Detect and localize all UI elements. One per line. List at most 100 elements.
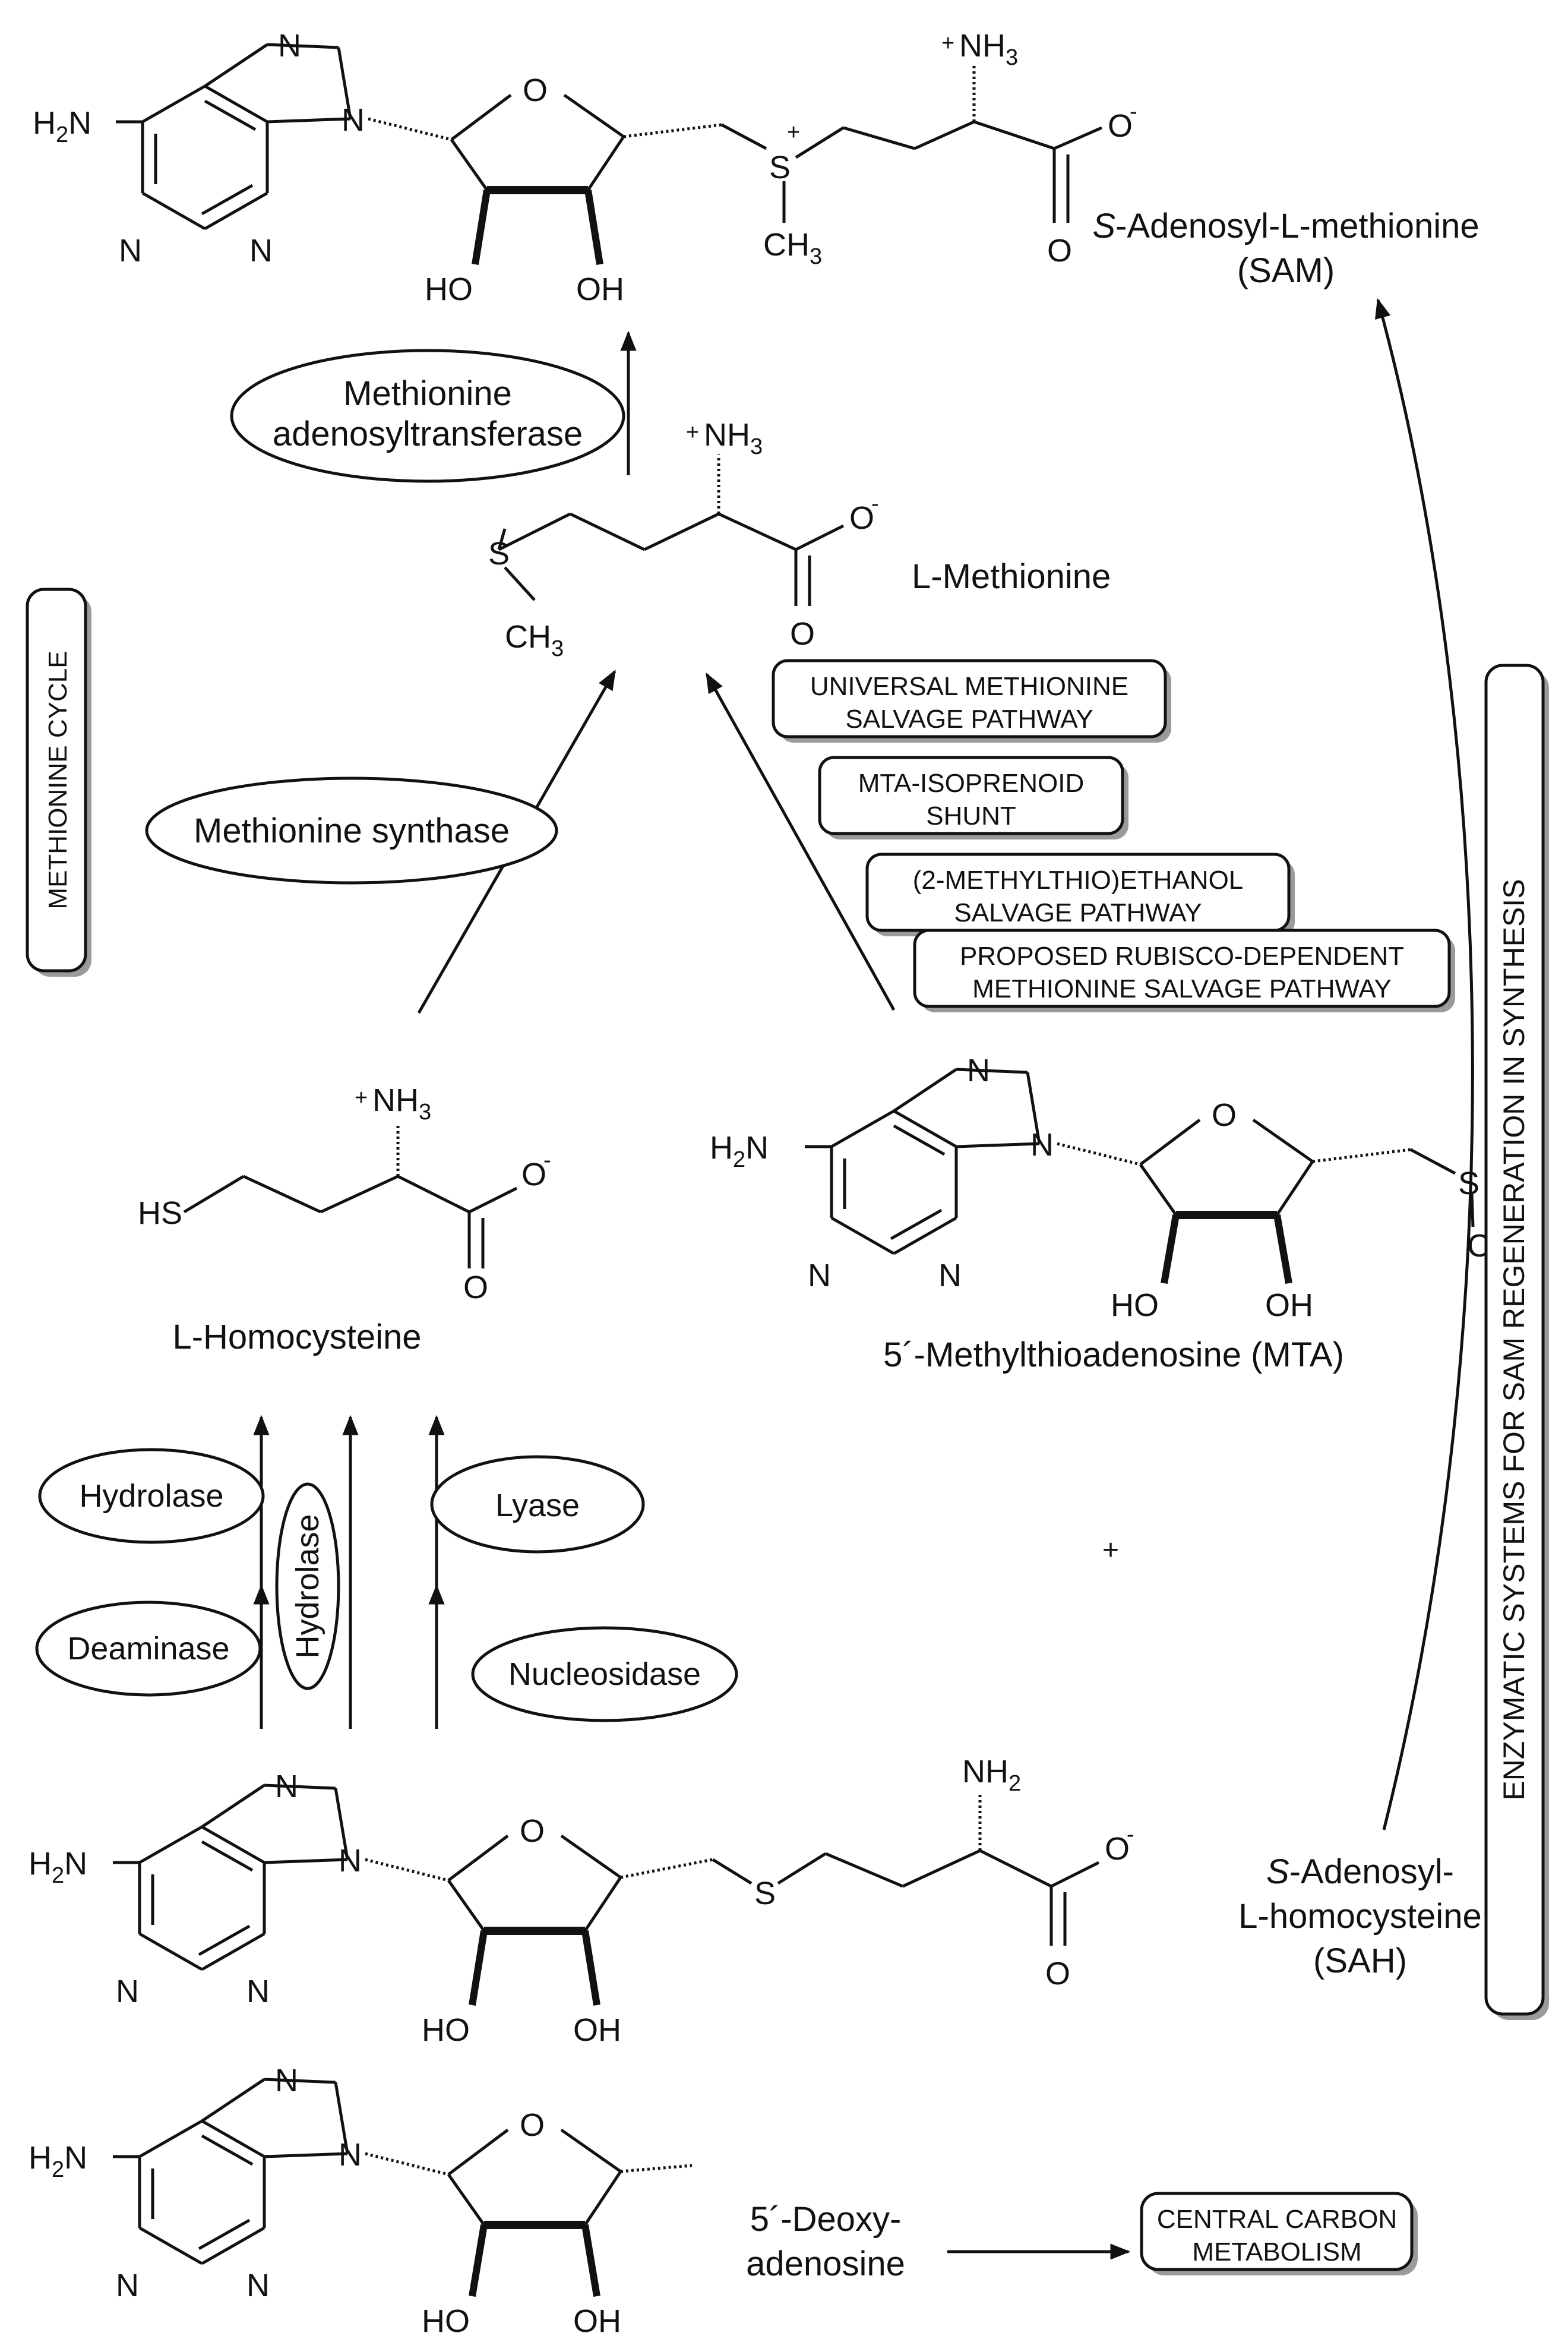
svg-text:O: O	[849, 500, 874, 536]
svg-text:N: N	[116, 1974, 139, 2009]
svg-text:N: N	[808, 1258, 831, 1293]
enzyme-deaminase: Deaminase	[35, 1601, 262, 1697]
svg-text:(2-METHYLTHIO)ETHANOL: (2-METHYLTHIO)ETHANOL	[913, 866, 1244, 895]
pathway-box-universal: UNIVERSAL METHIONINE SALVAGE PATHWAY	[772, 659, 1171, 743]
sam-abbr: (SAM)	[1237, 251, 1335, 290]
svg-text:H2N: H2N	[710, 1130, 769, 1172]
svg-text:+: +	[941, 31, 954, 56]
svg-text:O: O	[520, 2107, 545, 2143]
svg-text:+: +	[686, 420, 699, 445]
svg-text:O: O	[1047, 233, 1072, 269]
svg-text:ENZYMATIC SYSTEMS FOR SAM REGE: ENZYMATIC SYSTEMS FOR SAM REGENERATION I…	[1497, 879, 1531, 1800]
svg-text:HO: HO	[425, 272, 473, 307]
svg-text:Deaminase: Deaminase	[67, 1631, 229, 1666]
svg-text:HO: HO	[422, 2012, 470, 2048]
svg-text:Nucleosidase: Nucleosidase	[508, 1656, 701, 1692]
svg-text:SALVAGE PATHWAY: SALVAGE PATHWAY	[845, 705, 1093, 734]
methionine-cycle-label: METHIONINE CYCLE	[26, 588, 91, 977]
homocysteine-name: L-Homocysteine	[172, 1318, 421, 1356]
svg-text:N: N	[1030, 1127, 1054, 1163]
sah-abbr: (SAH)	[1313, 1942, 1407, 1980]
svg-text:Hydrolase: Hydrolase	[290, 1514, 325, 1658]
svg-text:S: S	[488, 536, 510, 572]
methionine-atom-labels: S CH3 + NH3 O - O	[488, 417, 879, 661]
svg-text:-: -	[1127, 1822, 1134, 1847]
svg-text:UNIVERSAL METHIONINE: UNIVERSAL METHIONINE	[810, 672, 1128, 701]
deoxyadenosine-name-line1: 5´-Deoxy-	[750, 2200, 902, 2239]
sah-name-line1: S-Adenosyl-	[1266, 1852, 1454, 1891]
svg-text:METHIONINE CYCLE: METHIONINE CYCLE	[43, 651, 72, 909]
deoxyadenosine-structure	[113, 2078, 693, 2297]
svg-text:SALVAGE PATHWAY: SALVAGE PATHWAY	[954, 898, 1202, 927]
mta-structure	[805, 1068, 1475, 1284]
homocysteine-atom-labels: HS + NH3 O - O	[138, 1082, 551, 1305]
svg-text:CH3: CH3	[505, 619, 564, 661]
svg-text:-: -	[1130, 99, 1137, 124]
svg-text:S: S	[769, 150, 791, 185]
sah-atom-labels: H2N N N N N O HO OH S NH2 O - O	[29, 1754, 1134, 2048]
enzyme-hydrolase-left: Hydrolase	[38, 1448, 265, 1544]
svg-text:SHUNT: SHUNT	[926, 801, 1016, 831]
pathway-box-methylthioethanol: (2-METHYLTHIO)ETHANOL SALVAGE PATHWAY	[865, 853, 1295, 936]
central-carbon-metabolism-box: CENTRAL CARBON METABOLISM	[1140, 2192, 1418, 2275]
svg-text:H2N: H2N	[29, 2140, 87, 2182]
svg-text:Methionine synthase: Methionine synthase	[194, 812, 510, 850]
enzyme-methionine-adenosyltransferase: Methionine adenosyltransferase	[230, 349, 625, 483]
svg-text:N: N	[246, 1974, 270, 2009]
svg-text:NH3: NH3	[372, 1082, 431, 1125]
svg-text:HO: HO	[422, 2303, 470, 2336]
svg-text:S: S	[754, 1876, 776, 1911]
svg-text:Methionine: Methionine	[343, 374, 512, 413]
svg-text:Lyase: Lyase	[495, 1488, 580, 1523]
svg-text:O: O	[1045, 1956, 1070, 1991]
svg-text:N: N	[275, 2063, 298, 2098]
svg-text:O: O	[523, 72, 548, 108]
plus-sign: +	[1102, 1535, 1119, 1566]
deoxyadenosine-name-line2: adenosine	[746, 2245, 905, 2283]
svg-text:N: N	[278, 28, 301, 64]
svg-text:+: +	[787, 120, 800, 145]
enzymatic-systems-label: ENZYMATIC SYSTEMS FOR SAM REGENERATION I…	[1484, 664, 1549, 2020]
svg-text:N: N	[967, 1053, 990, 1088]
sam-atom-labels: H2N N N N N O HO OH S + CH3 + NH3 O - O	[33, 28, 1137, 307]
sah-name-line2: L-homocysteine	[1238, 1897, 1481, 1936]
svg-text:O: O	[521, 1157, 546, 1192]
mta-name: 5´-Methylthioadenosine (MTA)	[883, 1336, 1344, 1374]
svg-text:METHIONINE SALVAGE PATHWAY: METHIONINE SALVAGE PATHWAY	[972, 974, 1392, 1003]
svg-text:MTA-ISOPRENOID: MTA-ISOPRENOID	[858, 769, 1085, 798]
svg-text:NH3: NH3	[959, 28, 1018, 70]
svg-text:N: N	[249, 233, 273, 269]
svg-text:N: N	[339, 1843, 362, 1879]
svg-text:-: -	[871, 491, 879, 516]
homocysteine-input-arrows	[253, 1415, 445, 1729]
enzyme-lyase: Lyase	[430, 1455, 645, 1554]
enzyme-methionine-synthase: Methionine synthase	[145, 776, 558, 885]
svg-text:O: O	[1105, 1831, 1130, 1867]
svg-text:HS: HS	[138, 1195, 182, 1231]
svg-text:CENTRAL CARBON: CENTRAL CARBON	[1157, 2205, 1397, 2234]
svg-text:OH: OH	[573, 2012, 621, 2048]
pathway-box-mta-isoprenoid: MTA-ISOPRENOID SHUNT	[818, 756, 1128, 839]
svg-text:N: N	[339, 2137, 362, 2173]
enzyme-nucleosidase: Nucleosidase	[471, 1626, 738, 1722]
sah-structure	[113, 1784, 1100, 2006]
enzyme-hydrolase-vertical: Hydrolase	[275, 1482, 340, 1690]
svg-text:OH: OH	[576, 272, 624, 307]
svg-text:NH3: NH3	[704, 417, 763, 459]
homocysteine-structure	[183, 1123, 518, 1268]
svg-text:O: O	[1212, 1097, 1237, 1133]
svg-text:O: O	[520, 1813, 545, 1849]
arrow-sah-to-sam	[1374, 298, 1474, 1830]
svg-text:H2N: H2N	[33, 105, 91, 147]
svg-text:O: O	[463, 1270, 488, 1305]
svg-text:NH2: NH2	[962, 1754, 1021, 1796]
svg-text:N: N	[246, 2268, 270, 2303]
svg-text:N: N	[275, 1769, 298, 1804]
svg-text:H2N: H2N	[29, 1846, 87, 1888]
methionine-name: L-Methionine	[912, 557, 1111, 596]
svg-text:+: +	[355, 1085, 368, 1110]
arrow-mta-to-met	[705, 673, 896, 1011]
svg-text:N: N	[116, 2268, 139, 2303]
svg-text:CH3: CH3	[763, 227, 822, 269]
